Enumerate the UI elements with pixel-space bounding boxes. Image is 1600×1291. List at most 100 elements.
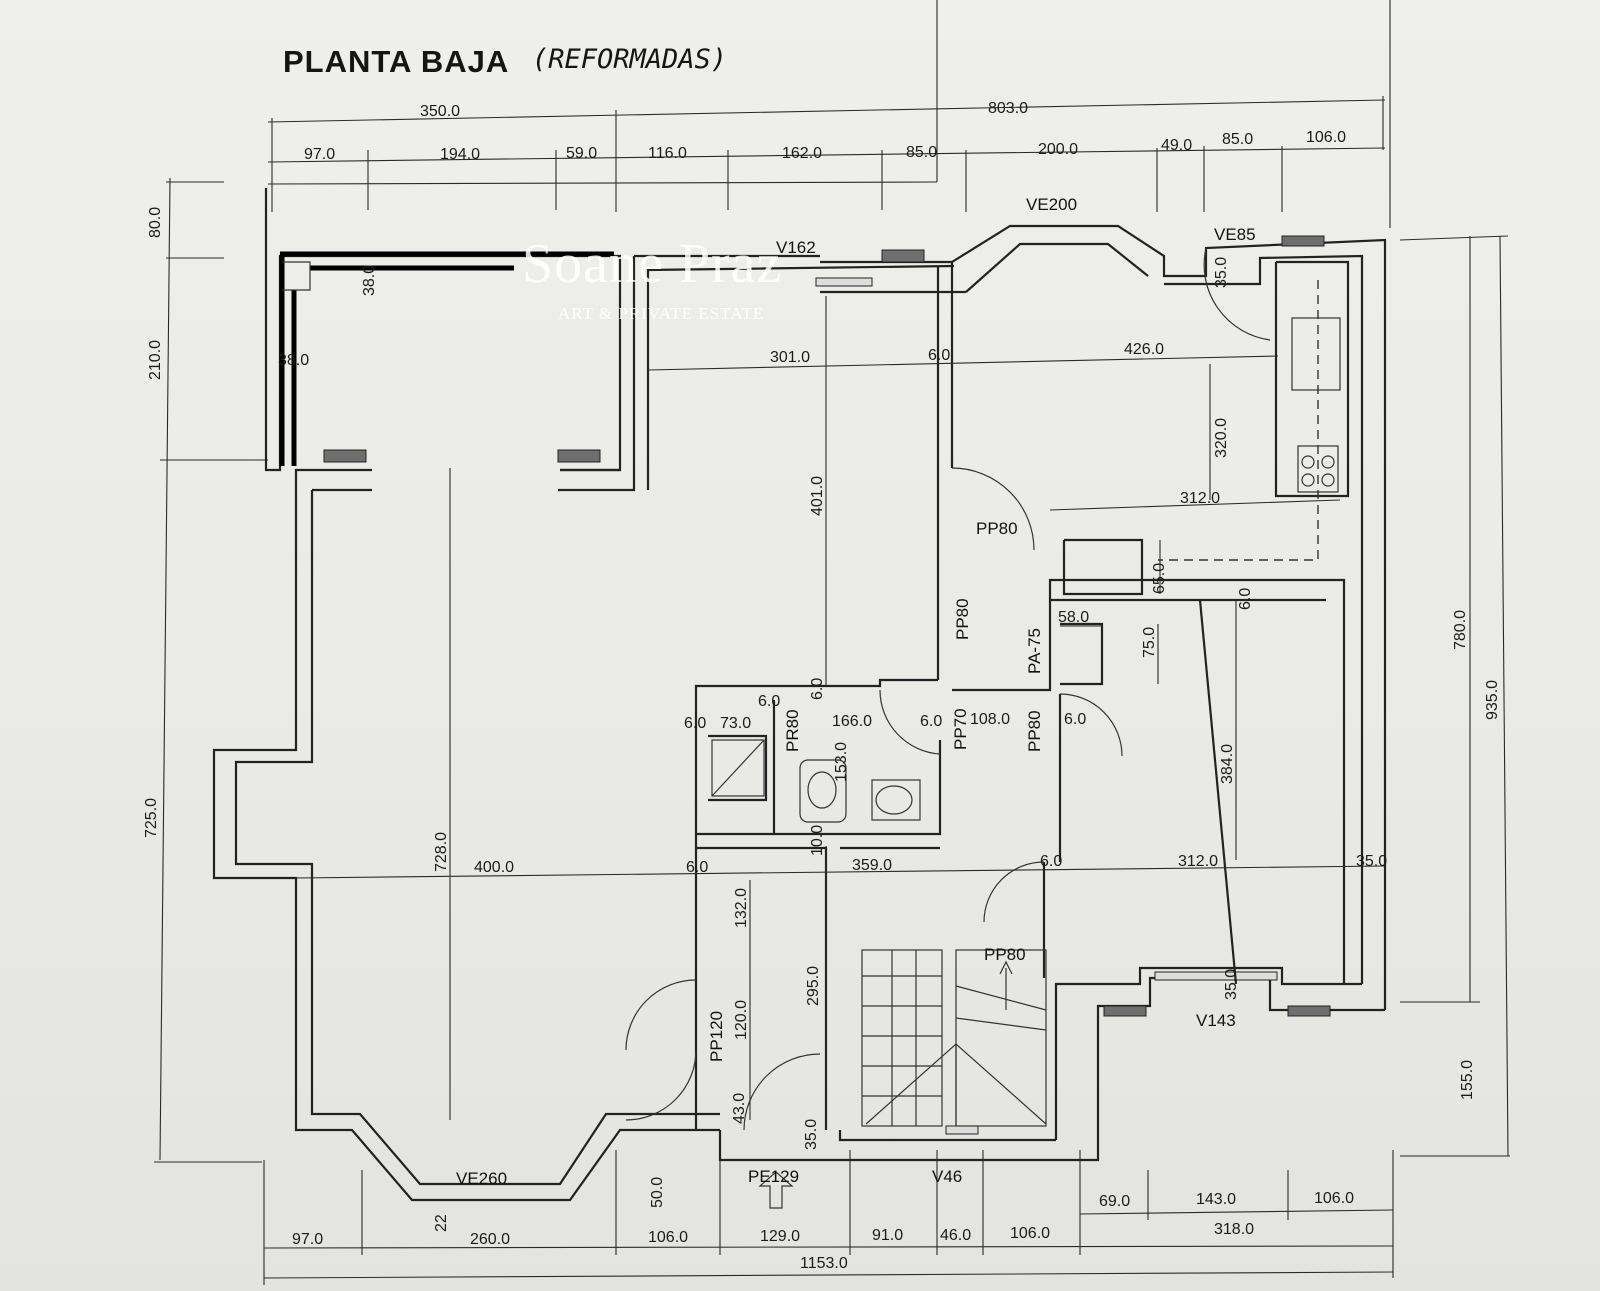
dim-35-right: 35.0	[1356, 853, 1387, 870]
dim-top-106: 106.0	[1306, 129, 1346, 146]
staircase	[861, 949, 1047, 1127]
dim-6-pp80c: 6.0	[1064, 711, 1086, 728]
dim-bottom-318: 318.0	[1214, 1221, 1254, 1238]
bathroom-fixtures	[711, 739, 921, 823]
watermark-tagline: ART & PRIVATE ESTATE	[558, 304, 765, 323]
bottom-dimension-lines	[263, 1150, 1394, 1285]
dim-401: 401.0	[809, 476, 826, 516]
dim-bottom-46: 46.0	[940, 1227, 971, 1244]
label-pp80-upper: PP80	[976, 519, 1018, 538]
label-pr80: PR80	[783, 709, 802, 752]
dim-10: 10.0	[809, 825, 826, 856]
dim-166: 166.0	[832, 713, 872, 730]
dim-38-horiz: 38.0	[278, 352, 309, 369]
dim-426: 426.0	[1124, 341, 1164, 358]
label-ve260: VE260	[456, 1169, 507, 1188]
dim-35-ve85: 35.0	[1213, 257, 1230, 288]
dim-bottom-69: 69.0	[1099, 1193, 1130, 1210]
dim-73: 73.0	[720, 715, 751, 732]
dim-384: 384.0	[1219, 744, 1236, 784]
dim-400: 400.0	[474, 859, 514, 876]
dim-35-door: 35.0	[803, 1119, 820, 1150]
dim-728: 728.0	[433, 832, 450, 872]
dim-295: 295.0	[805, 966, 822, 1006]
interior-walls	[694, 260, 1350, 1130]
dim-22: 22	[433, 1214, 450, 1232]
dim-top-803: 803.0	[988, 100, 1028, 117]
dim-359: 359.0	[852, 857, 892, 874]
dim-top-59: 59.0	[566, 145, 597, 162]
dim-left-210: 210.0	[147, 340, 164, 380]
dim-43: 43.0	[731, 1093, 748, 1124]
dim-35-v143: 35.0	[1223, 969, 1240, 1000]
dim-top-162: 162.0	[782, 145, 822, 162]
dim-6-stair: 6.0	[1040, 853, 1062, 870]
dim-301: 301.0	[770, 349, 810, 366]
dim-bottom-106b: 106.0	[1010, 1225, 1050, 1242]
dim-132: 132.0	[733, 888, 750, 928]
dim-6-top: 6.0	[928, 347, 950, 364]
dim-6-pp70: 6.0	[920, 713, 942, 730]
dim-bottom-97: 97.0	[292, 1231, 323, 1248]
outer-walls: 38.0 38.0	[212, 188, 1387, 1202]
dim-120: 120.0	[733, 1000, 750, 1040]
label-pp80-stair: PP80	[984, 945, 1026, 964]
dim-right-780: 780.0	[1452, 610, 1469, 650]
interior-dimension-lines	[295, 296, 1386, 1130]
dim-top-194: 194.0	[440, 146, 480, 163]
plan-title: PLANTA BAJA	[283, 44, 510, 79]
dim-left-80: 80.0	[147, 207, 164, 238]
dim-153: 153.0	[833, 742, 850, 782]
label-v143: V143	[1196, 1011, 1236, 1030]
dim-top-97: 97.0	[304, 146, 335, 163]
dim-top-85a: 85.0	[906, 144, 937, 161]
entrance-arrow-icon	[758, 1171, 794, 1209]
dim-bottom-1153: 1153.0	[800, 1255, 848, 1272]
label-v46: V46	[932, 1167, 962, 1186]
top-overall-dimension-lines	[267, 0, 1391, 228]
dim-bottom-143: 143.0	[1196, 1191, 1236, 1208]
dim-38-vert: 38.0	[361, 265, 378, 296]
dim-6-bath-left: 6.0	[684, 715, 706, 732]
dim-312-lower: 312.0	[1178, 853, 1218, 870]
watermark-brand: Soane Praz	[522, 233, 783, 295]
dim-65: 65.0	[1151, 563, 1168, 594]
dim-75: 75.0	[1141, 627, 1158, 658]
dim-108: 108.0	[970, 711, 1010, 728]
plan-subtitle-handwritten: (REFORMADAS)	[532, 44, 728, 75]
dim-top-200: 200.0	[1038, 141, 1078, 158]
label-v162: V162	[776, 238, 816, 257]
dim-6-bath-top: 6.0	[758, 693, 780, 710]
dim-bottom-106c: 106.0	[1314, 1190, 1354, 1207]
dim-6-hall: 6.0	[809, 678, 826, 700]
dim-bottom-91: 91.0	[872, 1227, 903, 1244]
label-pa75: PA-75	[1025, 628, 1044, 674]
label-pe129: PE129	[748, 1167, 799, 1186]
dim-50: 50.0	[649, 1177, 666, 1208]
right-dimension-lines	[1399, 235, 1510, 1157]
label-pp80-vertical: PP80	[953, 598, 972, 640]
door-swings	[625, 247, 1271, 1131]
windows	[323, 235, 1331, 1135]
dim-top-116: 116.0	[648, 145, 687, 162]
label-ve85: VE85	[1214, 225, 1256, 244]
dim-top-350: 350.0	[420, 103, 460, 120]
label-ve200: VE200	[1026, 195, 1077, 214]
dim-312-upper: 312.0	[1180, 490, 1220, 507]
dim-bottom-106a: 106.0	[648, 1229, 688, 1246]
dim-320: 320.0	[1213, 418, 1230, 458]
dim-bottom-260: 260.0	[470, 1231, 510, 1248]
dim-right-155: 155.0	[1459, 1060, 1476, 1100]
dim-top-85b: 85.0	[1222, 131, 1253, 148]
dim-top-49: 49.0	[1161, 137, 1192, 154]
dim-bottom-129: 129.0	[760, 1228, 800, 1245]
label-pp120: PP120	[707, 1011, 726, 1062]
dim-6-kitchen: 6.0	[1237, 588, 1254, 610]
left-dimension-lines	[154, 177, 268, 1163]
label-pp80-hall: PP80	[1025, 710, 1044, 752]
label-pp70: PP70	[951, 708, 970, 750]
dim-left-725: 725.0	[143, 798, 160, 838]
dim-58: 58.0	[1058, 609, 1089, 626]
